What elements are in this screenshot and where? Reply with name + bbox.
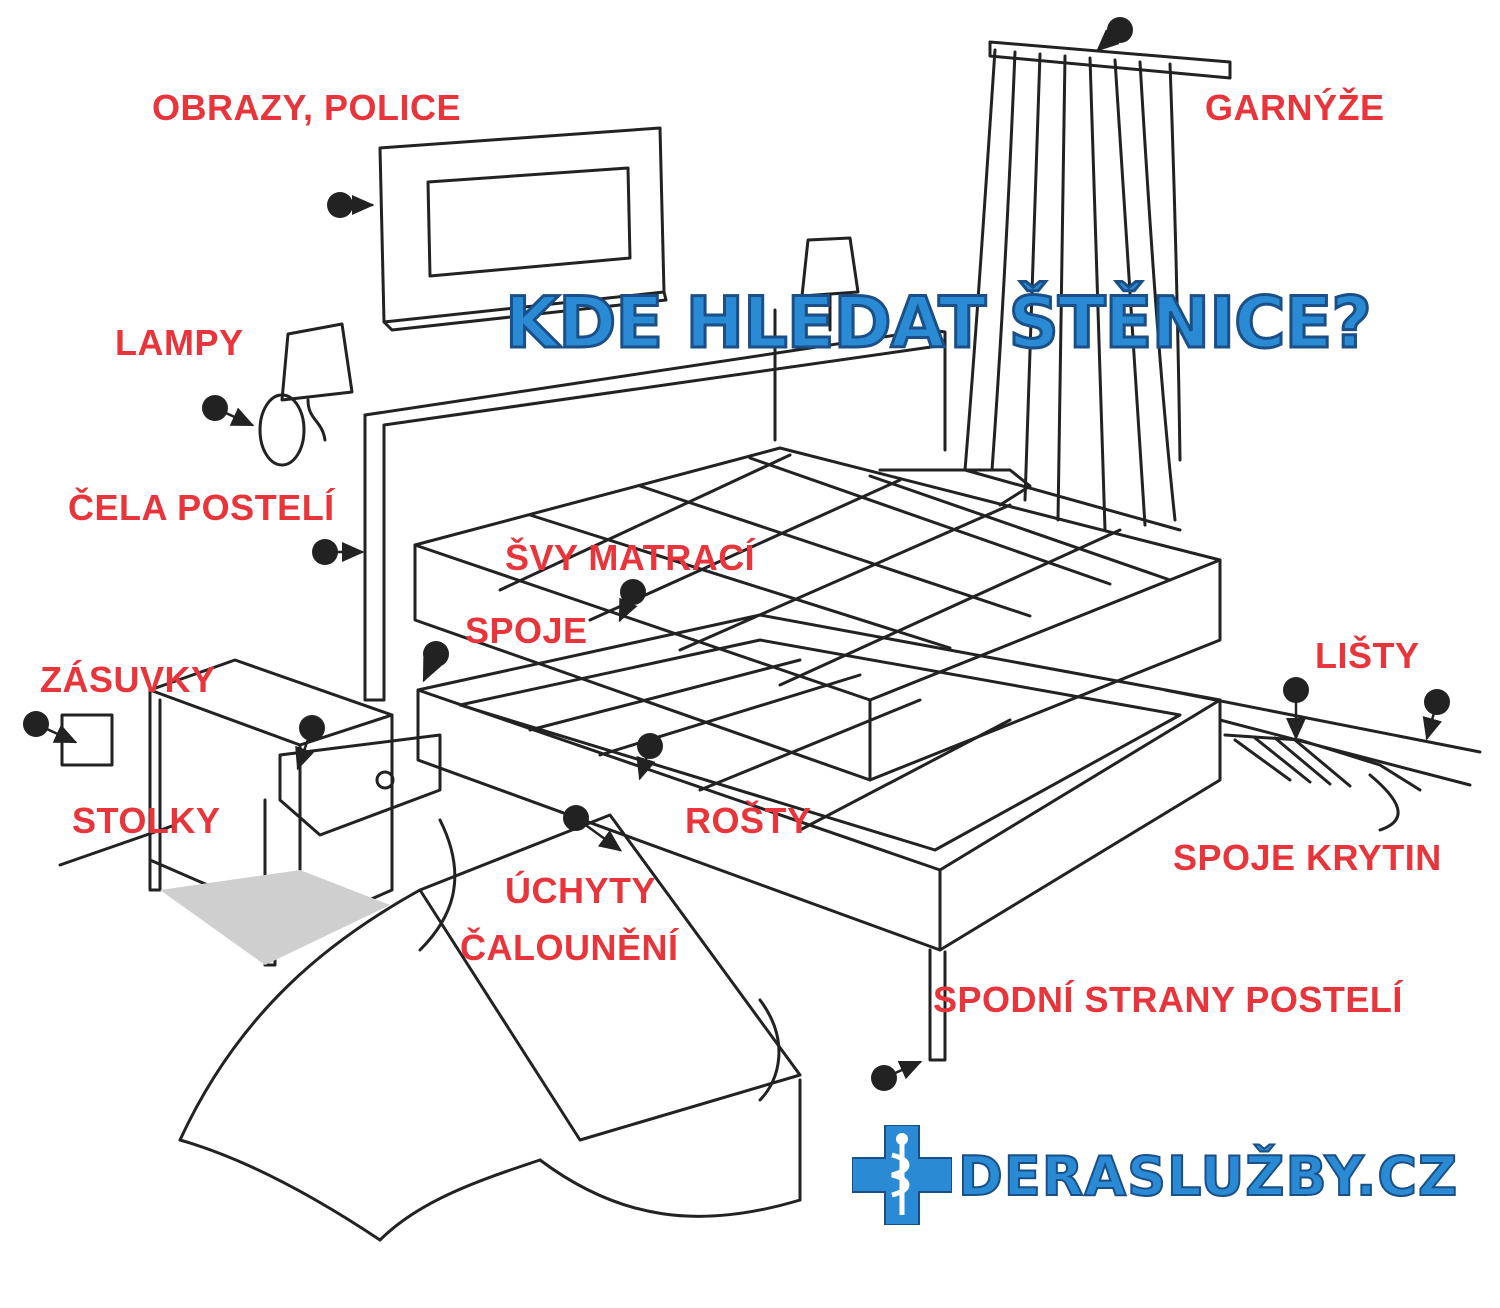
label-spodni-strany-posteli: SPODNÍ STRANY POSTELÍ [933,979,1403,1020]
pointer-dots [23,17,1450,1091]
label-rosty: ROŠTY [685,800,812,841]
label-stolky: STOLKY [72,800,221,841]
label-lampy: LAMPY [115,322,244,363]
wall-lamp-right [773,236,860,442]
page-title: KDE HLEDAT ŠTĚNICE? [504,282,1374,364]
brand-logo-text[interactable]: DERASLUŽBY.CZ [957,1145,1459,1208]
medical-cross-snake-icon [852,1125,952,1225]
label-spoje-krytin: SPOJE KRYTIN [1173,837,1442,878]
curtains [963,48,1182,532]
label-spoje: SPOJE [465,610,588,651]
curtain-rod [988,40,1232,80]
label-uchyty: ÚCHYTY [505,870,657,911]
headboard [363,328,947,702]
armchair [178,813,802,1242]
nightstand-shadow [160,870,390,965]
label-listy: LIŠTY [1315,635,1420,676]
label-calouneni: ČALOUNĚNÍ [460,927,679,968]
wall-picture [378,126,668,332]
floor-line-left [58,823,177,867]
carpet-corner [1223,733,1422,832]
label-svy-matraci: ŠVY MATRACÍ [505,537,756,578]
label-garnyze: GARNÝŽE [1205,87,1385,128]
wall-lamp-left [258,322,354,467]
bed-base [416,613,1222,1062]
label-zasuvky: ZÁSUVKY [40,659,216,700]
label-obrazy-police: OBRAZY, POLICE [152,87,462,128]
label-cela-posteli: ČELA POSTELÍ [68,487,335,528]
